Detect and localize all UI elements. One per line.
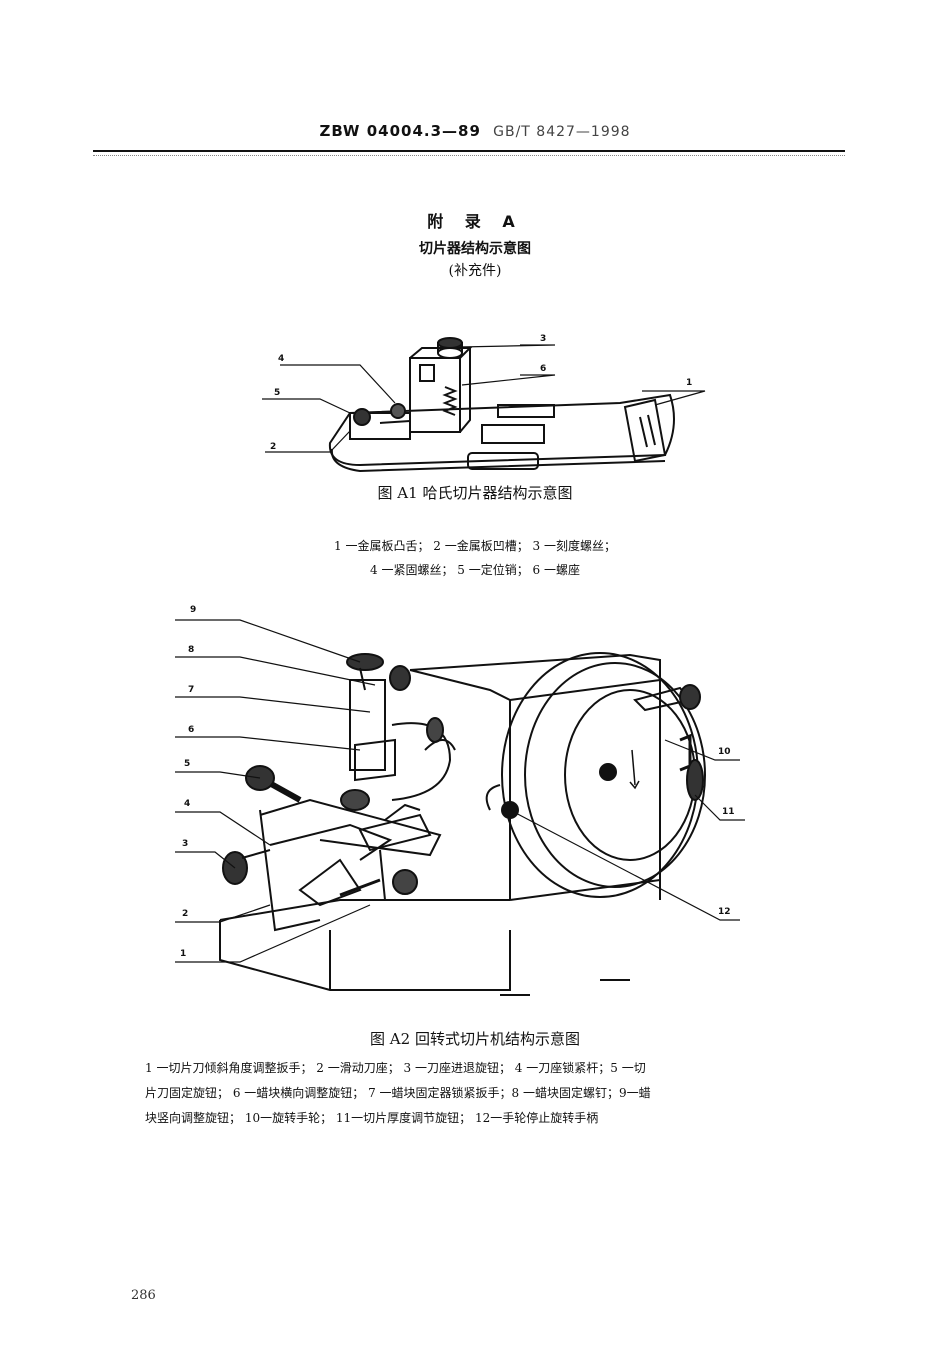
fig2-callout-7: 7 (188, 685, 194, 695)
fig1-callout-2: 2 (270, 442, 276, 452)
header-rule-dotted (93, 155, 845, 156)
standard-code-header: ZBW 04004.3—89 GB/T 8427—1998 (0, 122, 950, 140)
fig1-callout-1: 1 (686, 378, 692, 388)
header-rule (93, 150, 845, 152)
standard-code: ZBW 04004.3—89 (319, 122, 481, 140)
page-number: 286 (131, 1288, 156, 1303)
fig2-callout-11: 11 (722, 807, 735, 817)
appendix-subtitle: 切片器结构示意图 (419, 241, 531, 257)
fig2-callout-1: 1 (180, 949, 186, 959)
figure-a2-legend-line3: 块竖向调整旋钮； 10一旋转手轮； 11一切片厚度调节旋钮； 12一手轮停止旋转… (145, 1111, 599, 1125)
figure-a2-drawing: 9 8 7 6 5 4 3 2 1 10 11 12 (175, 605, 745, 996)
figure-a2-caption: 图 A2 回转式切片机结构示意图 (370, 1030, 580, 1048)
fig1-callout-5: 5 (274, 388, 280, 398)
figure-a1-caption: 图 A1 哈氏切片器结构示意图 (377, 484, 573, 502)
fig2-callout-8: 8 (188, 645, 194, 655)
fig2-callout-4: 4 (184, 799, 190, 809)
fig2-callout-5: 5 (184, 759, 190, 769)
fig2-callout-12: 12 (718, 907, 731, 917)
fig2-callout-6: 6 (188, 725, 194, 735)
figure-a1-legend-line1: 1 一金属板凸舌； 2 一金属板凹槽； 3 一刻度螺丝； (334, 539, 616, 553)
fig2-callout-2: 2 (182, 909, 188, 919)
figure-a1-legend-line2: 4 一紧固螺丝； 5 一定位销； 6 一螺座 (370, 563, 580, 577)
fig2-callout-3: 3 (182, 839, 188, 849)
figure-a1-drawing: 4 5 2 3 6 1 (262, 334, 706, 473)
figure-a2-legend-line2: 片刀固定旋钮； 6 一蜡块横向调整旋钮； 7 一蜡块固定器锁紧扳手；8 一蜡块固… (145, 1086, 651, 1100)
appendix-title: 附 录 A (427, 212, 523, 231)
standard-code-overlay: GB/T 8427—1998 (493, 124, 631, 140)
fig1-callout-4: 4 (278, 354, 284, 364)
fig1-callout-6: 6 (540, 364, 546, 374)
figure-a2-legend: 1 一切片刀倾斜角度调整扳手； 2 一滑动刀座； 3 一刀座进退旋钮； 4 一刀… (145, 1056, 755, 1131)
fig2-callout-10: 10 (718, 747, 731, 757)
fig2-callout-9: 9 (190, 605, 196, 615)
figure-a2-legend-line1: 1 一切片刀倾斜角度调整扳手； 2 一滑动刀座； 3 一刀座进退旋钮； 4 一刀… (145, 1061, 646, 1075)
appendix-note: (补充件) (448, 263, 502, 279)
fig1-callout-3: 3 (540, 334, 546, 344)
